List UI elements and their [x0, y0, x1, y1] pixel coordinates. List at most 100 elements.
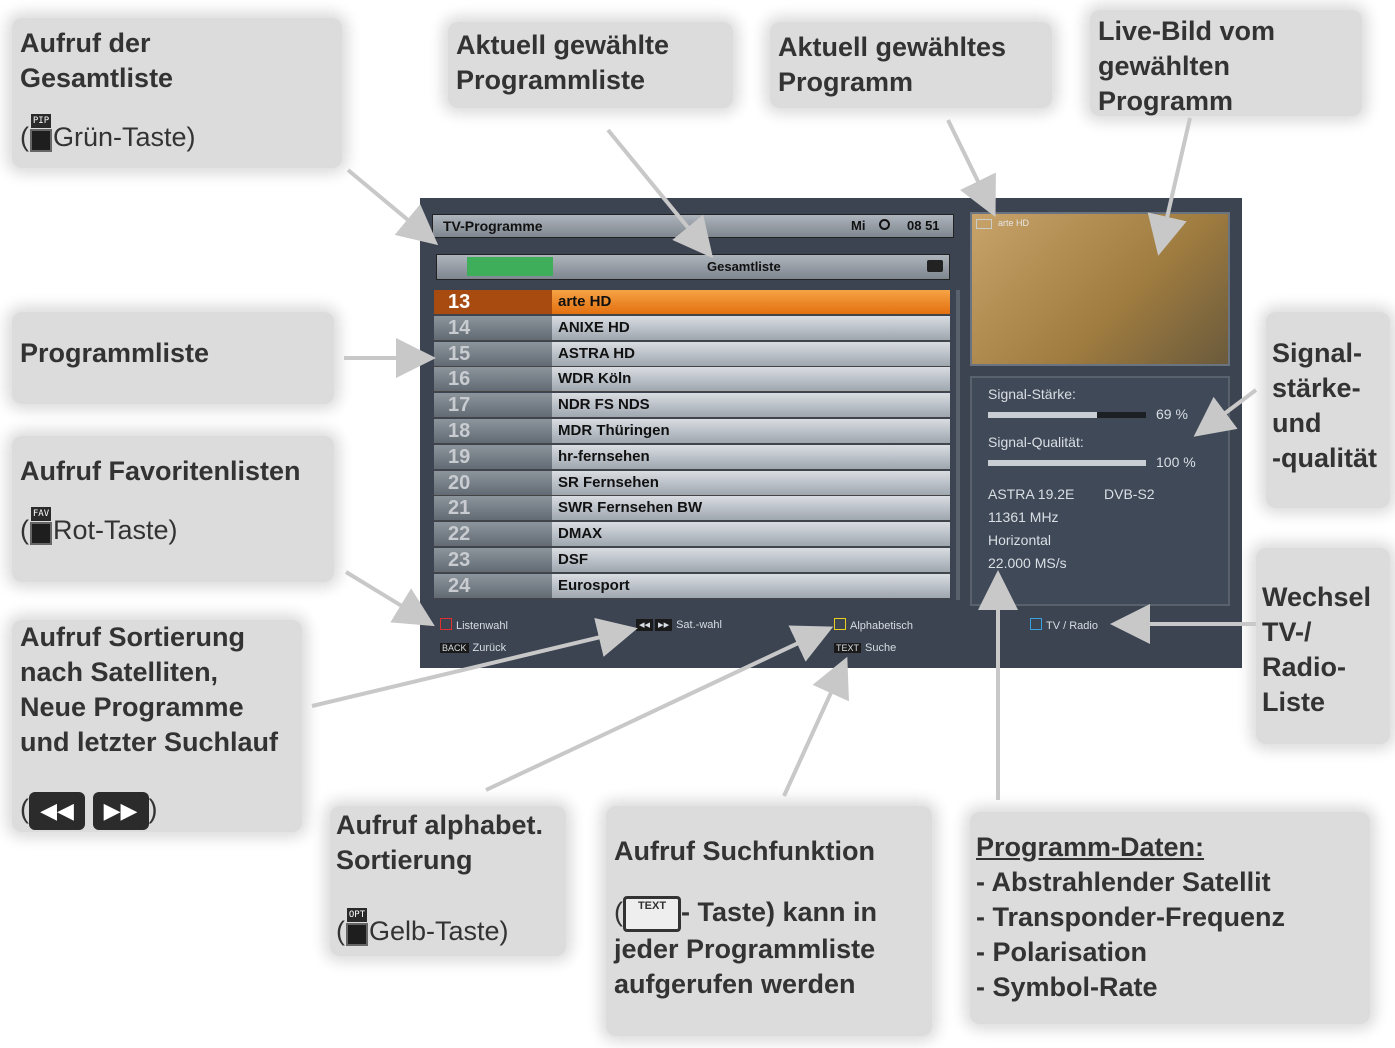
channel-row[interactable]: 20 SR Fernsehen	[434, 470, 950, 496]
header-time: 08 51	[907, 218, 940, 233]
paren: (	[614, 897, 623, 927]
callout-programm-daten: Programm-Daten: - Abstrahlender Satellit…	[970, 812, 1370, 1024]
callout-alphabet-line2: Sortierung	[336, 845, 473, 875]
callout-aktuelles-programm-line1: Aktuell gewähltes	[778, 32, 1007, 62]
polarisation: Horizontal	[988, 532, 1052, 548]
paren: (	[20, 122, 29, 152]
callout-gesamtliste-line2: Gesamtliste	[20, 63, 174, 93]
channel-number: 15	[434, 341, 552, 366]
alphabetisch-label: Alphabetisch	[850, 620, 913, 632]
callout-signal-line1: Signal-	[1272, 338, 1363, 368]
channel-number: 19	[434, 444, 552, 469]
fast-forward-key-icon: ▶▶	[92, 792, 149, 830]
callout-sortierung-line3: Neue Programme	[20, 692, 244, 722]
signal-quality-fill	[988, 460, 1146, 466]
channel-number: 22	[434, 522, 552, 547]
tv-icon	[976, 219, 992, 229]
scrollbar[interactable]	[956, 290, 960, 600]
callout-wechsel: Wechsel TV-/ Radio- Liste	[1256, 548, 1390, 744]
channel-name: hr-fernsehen	[558, 447, 650, 465]
callout-sortierung-line4: und letzter Suchlauf	[20, 727, 279, 757]
green-indicator	[467, 257, 553, 276]
callout-gesamtliste-line1: Aufruf der	[20, 28, 151, 58]
tv-radio-label: TV / Radio	[1046, 620, 1098, 632]
channel-name: SR Fernsehen	[558, 473, 659, 491]
paren: )	[148, 794, 158, 825]
arrow	[1193, 388, 1258, 437]
paren: (	[336, 916, 345, 946]
callout-suche-line1: Aufruf Suchfunktion	[614, 836, 875, 866]
callout-suche: Aufruf Suchfunktion (TEXT- Taste) kann i…	[606, 806, 932, 1036]
channel-number: 23	[434, 548, 552, 572]
callout-suche-line3: jeder Programmliste	[614, 933, 876, 964]
callout-live-bild-line3: Programm	[1098, 86, 1234, 116]
callout-programmliste: Programmliste	[12, 312, 334, 404]
signal-strength-fill	[988, 412, 1098, 418]
yellow-key-icon	[834, 618, 846, 630]
callout-alphabet-line1: Aufruf alphabet.	[336, 810, 543, 840]
callout-favoriten-line1: Aufruf Favoritenlisten	[20, 456, 301, 486]
signal-quality-label: Signal-Qualität:	[988, 434, 1084, 450]
channel-number: 13	[434, 290, 552, 314]
satwahl-label: Sat.-wahl	[676, 619, 722, 631]
callout-wechsel-line4: Liste	[1262, 687, 1326, 717]
footer-tv-radio[interactable]: TV / Radio	[1030, 618, 1098, 632]
channel-name: MDR Thüringen	[558, 422, 670, 439]
symbol-rate: 22.000 MS/s	[988, 555, 1067, 571]
header-title: TV-Programme	[443, 218, 543, 234]
channel-row[interactable]: 19 hr-fernsehen	[434, 444, 950, 470]
footer-satwahl[interactable]: ◂◂▸▸Sat.-wahl	[636, 618, 722, 631]
callout-aktuelle-liste-line2: Programmliste	[456, 65, 646, 95]
channel-number: 17	[434, 393, 552, 418]
pip-key-icon: PIP	[29, 114, 53, 152]
callout-aktuelle-liste-line1: Aktuell gewählte	[456, 30, 670, 60]
callout-sortierung: Aufruf Sortierung nach Satelliten, Neue …	[12, 620, 302, 832]
footer-listenwahl[interactable]: Listenwahl	[440, 618, 508, 632]
programm-daten-item: - Symbol-Rate	[976, 972, 1158, 1002]
channel-row[interactable]: 13 arte HD	[434, 290, 950, 315]
callout-suche-line4: aufgerufen werden	[614, 968, 856, 999]
gelb-taste-text: Gelb-Taste)	[369, 916, 509, 946]
fav-key-icon: FAV	[29, 507, 53, 545]
arrow	[346, 168, 439, 246]
callout-wechsel-line3: Radio-	[1262, 652, 1346, 682]
back-key-icon: BACK	[440, 643, 469, 653]
signal-strength-value: 69 %	[1156, 406, 1188, 422]
callout-signal: Signal- stärke- und -qualität	[1266, 312, 1390, 508]
callout-sortierung-line1: Aufruf Sortierung	[20, 622, 245, 652]
channel-name: ASTRA HD	[558, 344, 635, 362]
zurueck-label: Zurück	[472, 642, 507, 654]
arrow	[1147, 117, 1192, 256]
channel-row[interactable]: 15 ASTRA HD	[434, 341, 950, 367]
callout-signal-line3: und	[1272, 408, 1322, 438]
opt-key-icon: OPT	[345, 908, 369, 946]
signal-quality-track	[988, 460, 1146, 466]
arrow	[485, 625, 834, 792]
frequency: 11361 MHz	[988, 509, 1059, 525]
channel-number: 20	[434, 470, 552, 495]
channel-number: 24	[434, 573, 552, 598]
rewind-icon: ◂◂	[636, 619, 654, 631]
footer-alphabetisch[interactable]: Alphabetisch	[834, 618, 913, 632]
callout-signal-line4: -qualität	[1272, 443, 1377, 473]
arrow	[344, 570, 435, 627]
callout-programmliste-line1: Programmliste	[20, 338, 210, 368]
channel-name: arte HD	[558, 293, 612, 310]
header-day: Mi	[851, 218, 866, 233]
